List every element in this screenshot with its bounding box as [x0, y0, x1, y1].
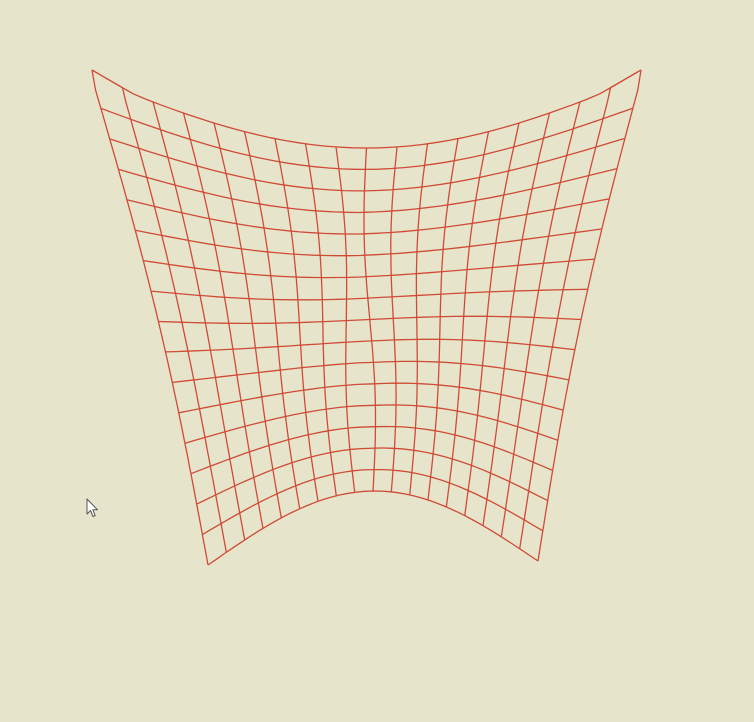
- mesh-column-line: [363, 147, 377, 492]
- mesh-row-line: [135, 228, 602, 257]
- mesh-column-line: [500, 101, 581, 537]
- mesh-column-line: [537, 69, 642, 562]
- mesh-row-line: [178, 382, 564, 414]
- mesh-column-line: [482, 112, 551, 526]
- mesh-row-line: [109, 137, 626, 192]
- mesh-row-line: [91, 69, 642, 149]
- mesh-column-line: [464, 122, 520, 516]
- mesh-column-line: [335, 146, 356, 493]
- mesh-column-line: [152, 101, 246, 541]
- mesh-row-line: [190, 425, 553, 475]
- mesh-column-line: [91, 69, 209, 566]
- mesh-row-line: [100, 107, 634, 171]
- mesh-row-line: [143, 258, 595, 279]
- mesh-corner-line: [91, 69, 123, 89]
- mesh-column-line: [213, 122, 282, 518]
- mesh-column-line: [519, 87, 612, 549]
- mesh-row-line: [202, 468, 544, 536]
- mesh-corner-line: [610, 69, 642, 89]
- mesh-row-line: [172, 360, 570, 384]
- mesh-row-line: [165, 338, 575, 353]
- mesh-column-line: [274, 138, 319, 502]
- mesh-row-line: [207, 490, 539, 566]
- mesh-column-line: [182, 112, 264, 529]
- mesh-column-line: [121, 87, 227, 553]
- mesh-row-line: [196, 447, 548, 505]
- mesh-column-line: [427, 138, 459, 501]
- mesh-column-line: [304, 143, 337, 496]
- mesh-row-line: [126, 198, 610, 235]
- mesh-column-line: [390, 146, 398, 492]
- mesh-column-line: [243, 131, 301, 509]
- mesh-column-line: [409, 143, 429, 495]
- mesh-column-line: [445, 131, 490, 508]
- mesh-row-line: [184, 404, 559, 444]
- mesh-row-line: [150, 288, 588, 301]
